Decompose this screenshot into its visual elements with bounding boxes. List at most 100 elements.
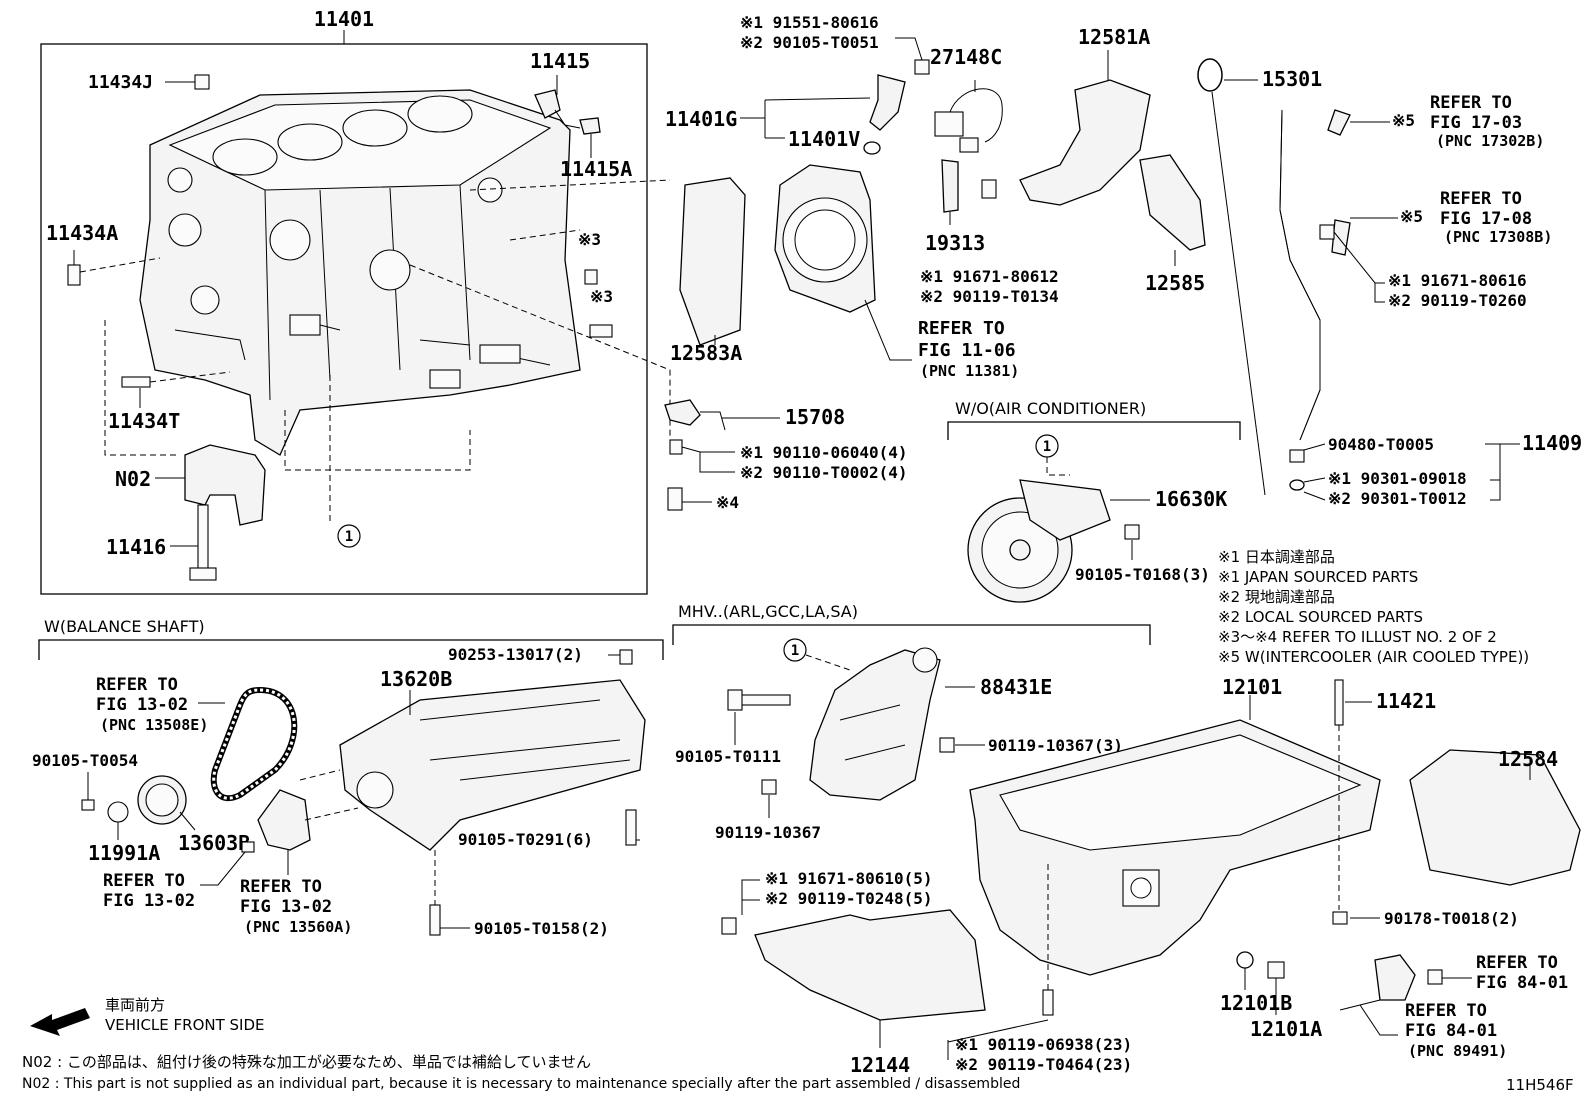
label-90119-T0464[interactable]: ※2 90119-T0464(23) <box>955 1055 1132 1074</box>
cylinder-block-group: 11401 11434J 11415 <box>40 7 671 595</box>
label-90253-13017[interactable]: 90253-13017(2) <box>448 645 583 664</box>
label-note3-lower: ※3 <box>590 287 613 306</box>
label-12584[interactable]: 12584 <box>1498 747 1558 771</box>
legend-line-5: ※3～※4 REFER TO ILLUST NO. 2 OF 2 <box>1218 628 1497 646</box>
label-90119-10367-3[interactable]: 90119-10367(3) <box>988 736 1123 755</box>
label-90110-T0002[interactable]: ※2 90110-T0002(4) <box>740 463 908 482</box>
front-arrow-icon <box>30 1008 90 1036</box>
label-91671-80612[interactable]: ※1 91671-80612 <box>920 267 1059 286</box>
label-refer-1703b[interactable]: FIG 17-03 <box>1430 113 1522 133</box>
label-11421[interactable]: 11421 <box>1376 689 1436 713</box>
legend-line-6: ※5 W(INTERCOOLER (AIR COOLED TYPE)) <box>1218 648 1529 666</box>
label-15708[interactable]: 15708 <box>785 405 845 429</box>
label-11991A[interactable]: 11991A <box>88 841 160 865</box>
label-90119-T0260[interactable]: ※2 90119-T0260 <box>1388 291 1527 310</box>
diagram-code: 11H546F <box>1506 1076 1574 1094</box>
label-wo-air-conditioner: W/O(AIR CONDITIONER) <box>955 399 1146 418</box>
label-refer-1302a1[interactable]: REFER TO <box>96 675 178 695</box>
label-90105-T0111[interactable]: 90105-T0111 <box>675 747 781 766</box>
label-91671-80610[interactable]: ※1 91671-80610(5) <box>765 869 933 888</box>
label-90119-10367[interactable]: 90119-10367 <box>715 823 821 842</box>
label-refer-1703a[interactable]: REFER TO <box>1430 93 1512 113</box>
label-refer-8401b3: (PNC 89491) <box>1408 1042 1507 1060</box>
label-11415A[interactable]: 11415A <box>560 157 632 181</box>
label-refer-8401a2[interactable]: FIG 84-01 <box>1476 973 1568 993</box>
label-11416[interactable]: 11416 <box>106 535 166 559</box>
label-refer-1708b[interactable]: FIG 17-08 <box>1440 209 1532 229</box>
note-n02-jp: N02 : この部品は、組付け後の特殊な加工が必要なため、単品では補給していませ… <box>22 1053 591 1071</box>
label-13603B[interactable]: 13603B <box>178 831 250 855</box>
label-12144[interactable]: 12144 <box>850 1053 910 1077</box>
label-mhv: MHV..(ARL,GCC,LA,SA) <box>678 602 858 621</box>
label-91671-80616[interactable]: ※1 91671-80616 <box>1388 271 1527 290</box>
label-refer-1302a2[interactable]: FIG 13-02 <box>96 695 188 715</box>
label-refer-1302b2[interactable]: FIG 13-02 <box>103 891 195 911</box>
label-90105-T0291[interactable]: 90105-T0291(6) <box>458 830 593 849</box>
label-16630K[interactable]: 16630K <box>1155 487 1227 511</box>
ref-circle-1-ac[interactable]: 1 <box>1043 439 1051 455</box>
label-11409[interactable]: 11409 <box>1522 431 1582 455</box>
label-12101A[interactable]: 12101A <box>1250 1017 1322 1041</box>
no-air-conditioner-group: W/O(AIR CONDITIONER) 1 16630K 90105-T016… <box>947 399 1241 603</box>
label-11401V[interactable]: 11401V <box>788 127 860 151</box>
legend-line-4: ※2 LOCAL SOURCED PARTS <box>1218 608 1423 626</box>
label-N02[interactable]: N02 <box>115 467 151 491</box>
label-11434T[interactable]: 11434T <box>108 409 180 433</box>
label-90110-06040[interactable]: ※1 90110-06040(4) <box>740 443 908 462</box>
legend-line-2: ※1 JAPAN SOURCED PARTS <box>1218 568 1418 586</box>
label-refer-1302c2[interactable]: FIG 13-02 <box>240 897 332 917</box>
ref-circle-1-block[interactable]: 1 <box>345 529 353 545</box>
label-12583A[interactable]: 12583A <box>670 341 742 365</box>
legend: ※1 日本調達部品 ※1 JAPAN SOURCED PARTS ※2 現地調達… <box>1218 548 1529 666</box>
label-90178-T0018[interactable]: 90178-T0018(2) <box>1384 909 1519 928</box>
label-refer-1302c3: (PNC 13560A) <box>244 918 352 936</box>
label-fig-11-06[interactable]: FIG 11-06 <box>918 340 1016 361</box>
label-12101B[interactable]: 12101B <box>1220 991 1292 1015</box>
label-refer-1302b1[interactable]: REFER TO <box>103 871 185 891</box>
label-90105-T0051[interactable]: ※2 90105-T0051 <box>740 33 879 52</box>
front-label-en: VEHICLE FRONT SIDE <box>105 1016 265 1034</box>
label-90119-06938[interactable]: ※1 90119-06938(23) <box>955 1035 1132 1054</box>
label-refer-8401b1[interactable]: REFER TO <box>1405 1001 1487 1021</box>
label-note3-upper: ※3 <box>578 230 601 249</box>
label-12585[interactable]: 12585 <box>1145 271 1205 295</box>
label-90480-T0005[interactable]: 90480-T0005 <box>1328 435 1434 454</box>
label-refer-8401b2[interactable]: FIG 84-01 <box>1405 1021 1497 1041</box>
label-11434A[interactable]: 11434A <box>46 221 118 245</box>
label-refer-1302a3: (PNC 13508E) <box>100 716 208 734</box>
label-11415[interactable]: 11415 <box>530 49 590 73</box>
label-11434J[interactable]: 11434J <box>88 72 153 93</box>
label-90105-T0054[interactable]: 90105-T0054 <box>32 751 138 770</box>
label-note4: ※4 <box>716 493 739 512</box>
label-11401G[interactable]: 11401G <box>665 107 737 131</box>
front-label-jp: 車両前方 <box>105 996 165 1014</box>
oil-gauge-group: 15301 REFER TO FIG 17-03 (PNC 17302B) ※5… <box>1197 58 1582 508</box>
label-12101[interactable]: 12101 <box>1222 675 1282 699</box>
label-27148C[interactable]: 27148C <box>930 45 1002 69</box>
label-refer-1708a[interactable]: REFER TO <box>1440 189 1522 209</box>
label-90301-09018[interactable]: ※1 90301-09018 <box>1328 469 1467 488</box>
ref-circle-1-mhv[interactable]: 1 <box>791 643 799 659</box>
label-90301-T0012[interactable]: ※2 90301-T0012 <box>1328 489 1467 508</box>
label-90105-T0158[interactable]: 90105-T0158(2) <box>474 919 609 938</box>
label-note5-lower: ※5 <box>1400 207 1423 226</box>
cylinder-block-illustration <box>139 89 581 456</box>
label-refer-1302c1[interactable]: REFER TO <box>240 877 322 897</box>
label-88431E[interactable]: 88431E <box>980 675 1052 699</box>
label-13620B[interactable]: 13620B <box>380 667 452 691</box>
label-19313[interactable]: 19313 <box>925 231 985 255</box>
label-refer-8401a1[interactable]: REFER TO <box>1476 953 1558 973</box>
label-11401[interactable]: 11401 <box>314 7 374 31</box>
label-15301[interactable]: 15301 <box>1262 67 1322 91</box>
footer: 車両前方 VEHICLE FRONT SIDE N02 : この部品は、組付け後… <box>22 996 1574 1094</box>
legend-line-3: ※2 現地調達部品 <box>1218 588 1335 606</box>
label-90119-T0134[interactable]: ※2 90119-T0134 <box>920 287 1059 306</box>
label-91551-80616[interactable]: ※1 91551-80616 <box>740 13 879 32</box>
label-refer-to-1[interactable]: REFER TO <box>918 318 1005 339</box>
label-90105-T0168[interactable]: 90105-T0168(3) <box>1075 565 1210 584</box>
label-12581A[interactable]: 12581A <box>1078 25 1150 49</box>
label-refer-1703c: (PNC 17302B) <box>1436 132 1544 150</box>
label-90119-T0248[interactable]: ※2 90119-T0248(5) <box>765 889 933 908</box>
label-w-balance-shaft: W(BALANCE SHAFT) <box>44 617 205 636</box>
